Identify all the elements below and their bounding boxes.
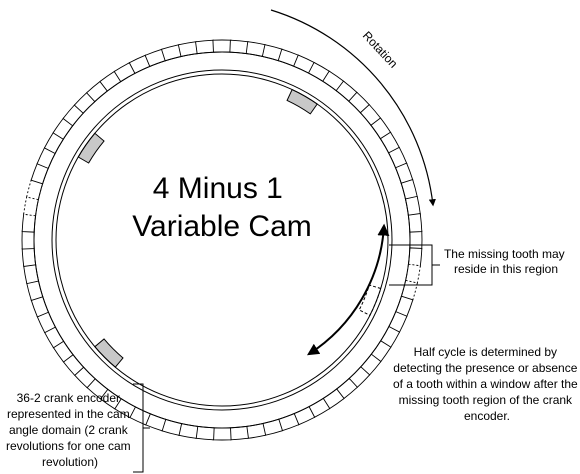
crank-tooth [229,425,249,441]
crank-encoder-bracket [133,383,150,473]
crank-tooth [409,230,423,250]
half-cycle-line-1: Half cycle is determined by [414,345,557,359]
cam-wheel [51,69,393,411]
cam-tooth [286,88,318,115]
crank-tooth [212,427,232,441]
crank-tooth [21,247,37,267]
svg-text:Half cycle is determined by: Half cycle is determined by detecting th… [393,345,580,423]
crank-encoder-line-5: revolution) [42,455,98,469]
crank-tooth [407,247,423,267]
missing-tooth-bracket [389,244,440,286]
crank-encoder-line-3: angle domain (2 crank [9,423,129,437]
crank-tooth [21,213,37,233]
title-line-2: Variable Cam [132,210,312,243]
crank-tooth [195,425,215,441]
cam-tooth [94,338,124,368]
rotation-label: Rotation [360,28,401,70]
svg-text:The missing tooth may resi: The missing tooth may reside in this reg… [444,247,568,276]
crank-encoder-line-4: revolutions for one cam [6,439,131,453]
crank-tooth [229,39,249,55]
double-headed-arc-arrow-icon [306,223,390,356]
missing-tooth-line-1: The missing tooth may [444,247,565,261]
crank-tooth [407,213,423,233]
title-line-1: 4 Minus 1 [153,172,283,205]
half-cycle-line-2: detecting the presence or absence [393,361,577,375]
curved-arrow-icon [270,9,436,207]
missing-cam-tooth [358,284,382,317]
missing-tooth-line-2: reside in this region [454,262,558,276]
svg-text:4 Minus 1 Variable Cam: 4 Minus 1 Variable Cam [132,172,312,243]
crank-encoder-line-1: 36-2 crank encoder [17,391,120,405]
half-cycle-line-4: missing tooth region of the crank [399,393,573,407]
crank-tooth [21,230,35,250]
crank-encoder-line-2: represented in the cam [7,407,130,421]
half-cycle-line-5: encoder. [464,409,510,423]
crank-encoder-ring [33,51,411,429]
crank-tooth [195,39,215,55]
half-cycle-line-3: of a tooth within a window after the [393,377,578,391]
crank-tooth [212,39,232,53]
svg-text:36-2 crank encoder represe: 36-2 crank encoder represented in the ca… [6,391,134,469]
